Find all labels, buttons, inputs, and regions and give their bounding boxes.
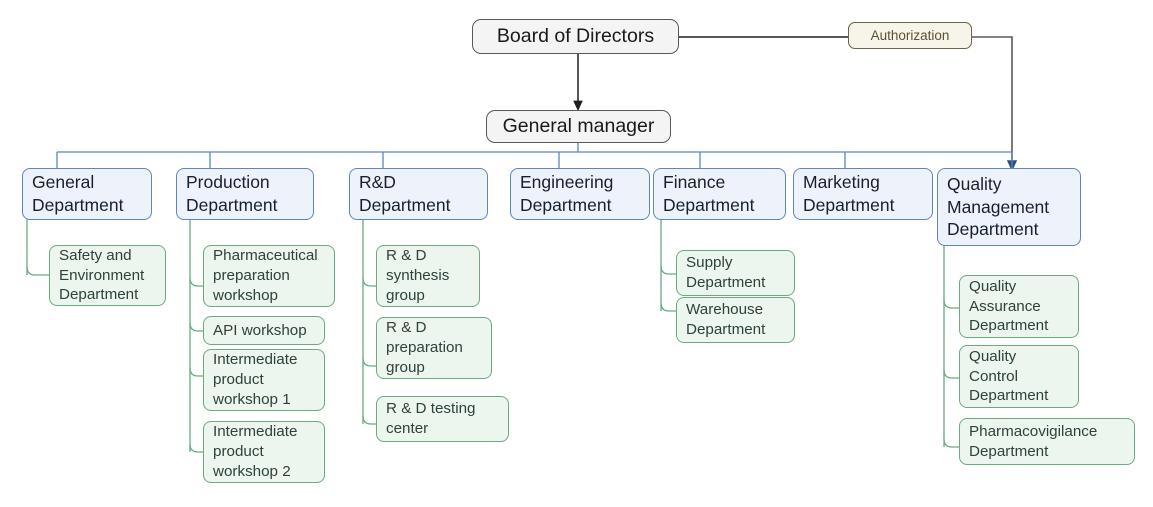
node-sub-rnd-synthesis-group[interactable]: R & D synthesis group [376,245,480,307]
department-marketing-label: Marketing Department [803,172,895,215]
sub-warehouse-department-label: Warehouse Department [686,301,766,338]
branch-rnd-3 [362,415,376,425]
department-rnd-label: R&D Department [359,172,451,215]
node-sub-quality-assurance-department[interactable]: Quality Assurance Department [959,275,1079,338]
sub-quality-assurance-department-label: Quality Assurance Department [969,277,1049,335]
sub-api-workshop-label: API workshop [213,321,307,339]
department-production-label: Production Department [186,172,278,215]
authorization-label: Authorization [870,27,950,43]
node-sub-pharmaceutical-preparation-workshop[interactable]: Pharmaceutical preparation workshop [203,245,335,307]
branch-rnd-1 [362,277,376,287]
node-general-manager[interactable]: General manager [486,110,671,143]
node-board-of-directors[interactable]: Board of Directors [472,19,679,54]
branch-quality-1 [943,299,959,309]
sub-rnd-preparation-group-label: R & D preparation group [386,319,463,376]
branch-quality-3 [943,438,959,448]
node-sub-supply-department[interactable]: Supply Department [676,250,795,296]
node-sub-intermediate-product-workshop-1[interactable]: Intermediate product workshop 1 [203,349,325,411]
branch-production-2 [189,322,203,332]
sub-rnd-synthesis-group-label: R & D synthesis group [386,247,450,304]
sub-supply-department-label: Supply Department [686,254,766,291]
branch-finance-1 [660,265,676,275]
node-department-rnd[interactable]: R&D Department [349,168,488,220]
node-department-marketing[interactable]: Marketing Department [793,168,933,220]
node-sub-warehouse-department[interactable]: Warehouse Department [676,297,795,343]
node-department-engineering[interactable]: Engineering Department [510,168,650,220]
node-sub-quality-control-department[interactable]: Quality Control Department [959,345,1079,408]
branch-production-4 [189,443,203,453]
node-sub-rnd-testing-center[interactable]: R & D testing center [376,396,509,442]
branch-production-1 [189,277,203,287]
department-finance-label: Finance Department [663,172,755,215]
sub-safety-environment-label: Safety and Environment Department [59,246,145,304]
branch-quality-2 [943,369,959,379]
sub-intermediate-product-workshop-2-label: Intermediate product workshop 2 [213,423,298,480]
board-of-directors-label: Board of Directors [496,24,655,47]
wire-authorization-to-quality [972,36,1018,172]
node-sub-pharmacovigilance-department[interactable]: Pharmacovigilance Department [959,418,1135,465]
sub-pharmacovigilance-department-label: Pharmacovigilance Department [969,422,1098,460]
node-sub-api-workshop[interactable]: API workshop [203,316,325,345]
general-manager-label: General manager [502,114,655,137]
sub-quality-control-department-label: Quality Control Department [969,347,1049,405]
sub-intermediate-product-workshop-1-label: Intermediate product workshop 1 [213,351,298,408]
node-department-production[interactable]: Production Department [176,168,314,220]
node-sub-safety-environment[interactable]: Safety and Environment Department [49,245,166,306]
sub-rnd-testing-center-label: R & D testing center [386,400,476,437]
node-authorization[interactable]: Authorization [848,22,972,49]
node-department-finance[interactable]: Finance Department [653,168,786,220]
department-general-label: General Department [32,172,124,215]
node-sub-intermediate-product-workshop-2[interactable]: Intermediate product workshop 2 [203,421,325,483]
branch-production-3 [189,367,203,377]
branch-rnd-2 [362,357,376,367]
department-engineering-label: Engineering Department [520,172,614,215]
node-department-general[interactable]: General Department [22,168,152,220]
node-sub-rnd-preparation-group[interactable]: R & D preparation group [376,317,492,379]
department-quality-label: Quality Management Department [947,173,1050,240]
node-department-quality[interactable]: Quality Management Department [937,168,1081,246]
branch-general-1 [26,266,49,276]
branch-finance-2 [660,302,676,312]
sub-pharmaceutical-preparation-workshop-label: Pharmaceutical preparation workshop [213,247,318,304]
